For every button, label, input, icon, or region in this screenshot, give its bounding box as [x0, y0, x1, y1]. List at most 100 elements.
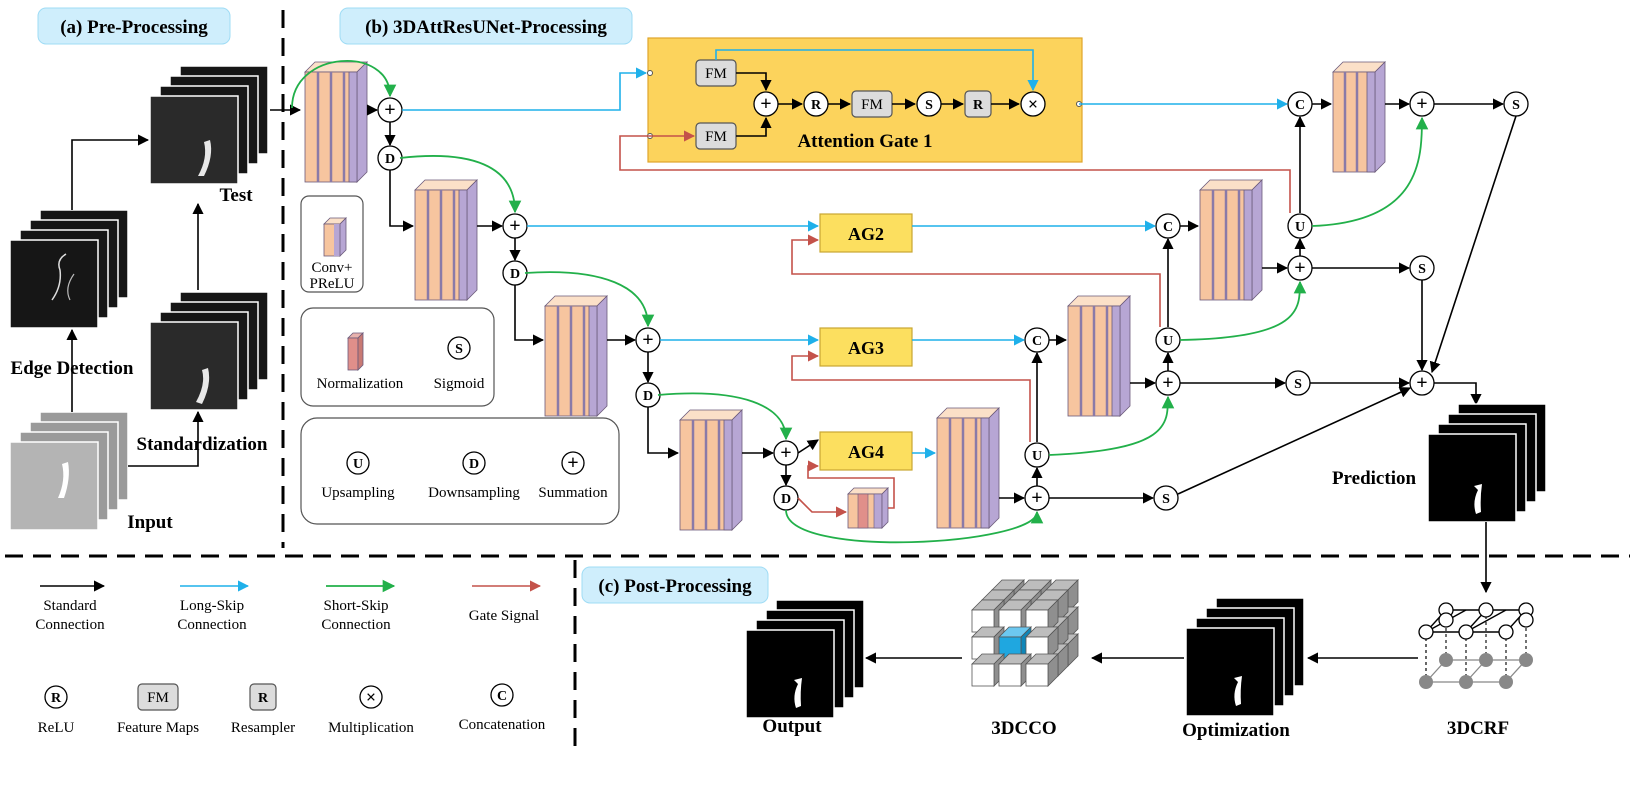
- attention-gate-2: AG2: [819, 213, 913, 253]
- svg-text:D: D: [510, 267, 520, 282]
- dec-sum-3: +: [1155, 370, 1181, 396]
- dec-sum-1: +: [1409, 91, 1435, 117]
- svg-text:FM: FM: [861, 97, 883, 113]
- svg-text:S: S: [1418, 262, 1426, 277]
- enc-down-4: D: [773, 485, 799, 511]
- svg-text:×: ×: [1028, 94, 1038, 114]
- out-sigmoid-2: S: [1409, 255, 1435, 281]
- svg-text:Connection: Connection: [35, 617, 105, 633]
- optimization-label: Optimization: [1182, 720, 1290, 741]
- ag1-resampler: R: [964, 90, 992, 118]
- svg-text:+: +: [1162, 372, 1173, 394]
- crf-label: 3DCRF: [1447, 718, 1509, 739]
- legend-gate-signal: Gate Signal: [469, 580, 542, 624]
- svg-text:D: D: [385, 152, 395, 167]
- test-label: Test: [219, 185, 253, 206]
- svg-text:Long-Skip: Long-Skip: [180, 598, 244, 614]
- legend-long-skip-connection: Long-Skip Connection: [177, 580, 250, 633]
- svg-text:C: C: [1163, 220, 1173, 235]
- legend-standard-connection: Standard Connection: [35, 580, 106, 633]
- svg-text:+: +: [1031, 487, 1042, 509]
- encoder-block-4: [678, 408, 744, 532]
- svg-text:R: R: [51, 691, 62, 706]
- arrow-edge-to-test: [71, 134, 150, 210]
- svg-text:C: C: [1295, 98, 1305, 113]
- legend-conv-box: Conv+ PReLU: [300, 195, 364, 293]
- encoder-block-1: [303, 60, 369, 184]
- enc-sum-2: +: [502, 213, 528, 239]
- svg-text:Short-Skip: Short-Skip: [323, 598, 388, 614]
- svg-text:R: R: [258, 691, 269, 706]
- svg-text:+: +: [384, 99, 395, 121]
- dec-concat-3: C: [1024, 327, 1050, 353]
- attention-gate-1-label: Attention Gate 1: [797, 131, 932, 152]
- optimization-volume: [1185, 597, 1305, 717]
- standardization-label: Standardization: [137, 434, 268, 455]
- svg-text:Sigmoid: Sigmoid: [434, 376, 485, 392]
- ag1-relu-node: R: [803, 91, 829, 117]
- bottleneck-block: [847, 487, 889, 529]
- svg-text:ReLU: ReLU: [38, 720, 75, 736]
- dec-up-2: U: [1287, 213, 1313, 239]
- svg-text:FM: FM: [705, 129, 727, 145]
- dec-concat-2: C: [1155, 213, 1181, 239]
- cco-cube: [971, 579, 1079, 687]
- ag1-fm-mid: FM: [851, 90, 893, 118]
- dec-sum-4: +: [1024, 485, 1050, 511]
- decoder-block-1: [1331, 60, 1387, 174]
- svg-text:+: +: [1294, 257, 1305, 279]
- svg-text:S: S: [455, 342, 463, 357]
- svg-text:R: R: [973, 98, 984, 113]
- svg-text:×: ×: [366, 687, 376, 707]
- svg-text:Conv+: Conv+: [312, 260, 353, 276]
- input-volume-stack: [9, 411, 129, 531]
- svg-text:Concatenation: Concatenation: [459, 717, 546, 733]
- svg-text:+: +: [760, 93, 771, 115]
- ag1-fm-top: FM: [695, 59, 737, 87]
- enc-sum-3: +: [635, 327, 661, 353]
- svg-text:R: R: [811, 98, 822, 113]
- svg-text:Feature Maps: Feature Maps: [117, 720, 199, 736]
- svg-text:+: +: [780, 442, 791, 464]
- legend-resampler: R Resampler: [231, 683, 295, 736]
- svg-text:(a) Pre-Processing: (a) Pre-Processing: [60, 17, 208, 38]
- svg-text:AG2: AG2: [848, 224, 884, 244]
- arrow-input-to-standardization: [128, 410, 204, 467]
- section-title-main: (b) 3DAttResUNet-Processing: [339, 7, 633, 45]
- output-label: Output: [762, 716, 822, 737]
- svg-text:Standard: Standard: [43, 598, 97, 614]
- input-label: Input: [127, 512, 173, 533]
- legend-multiplication: × Multiplication: [328, 685, 414, 736]
- decoder-block-3: [1066, 294, 1132, 418]
- ag1-fm-bottom: FM: [695, 122, 737, 150]
- short-skip-connections: [291, 59, 1429, 544]
- svg-text:S: S: [925, 98, 933, 113]
- dec-concat-1: C: [1287, 91, 1313, 117]
- out-sigmoid-1: S: [1503, 91, 1529, 117]
- prediction-volume: [1427, 403, 1547, 523]
- ag1-arrow-fm-top: [736, 72, 772, 92]
- svg-text:D: D: [781, 492, 791, 507]
- svg-text:+: +: [642, 329, 653, 351]
- out-sigmoid-4: S: [1153, 485, 1179, 511]
- svg-text:C: C: [1032, 334, 1042, 349]
- dec-up-4: U: [1024, 442, 1050, 468]
- enc-down-3: D: [635, 382, 661, 408]
- svg-text:Normalization: Normalization: [317, 376, 404, 392]
- section-title-pre: (a) Pre-Processing: [37, 7, 231, 45]
- svg-text:U: U: [1295, 220, 1305, 235]
- legend-relu: R ReLU: [38, 685, 75, 736]
- dec-sum-2: +: [1287, 255, 1313, 281]
- cco-label: 3DCCO: [991, 718, 1056, 739]
- ag1-sigmoid-node: S: [916, 91, 942, 117]
- svg-text:S: S: [1294, 377, 1302, 392]
- svg-text:FM: FM: [147, 690, 169, 706]
- svg-text:+: +: [1416, 93, 1427, 115]
- enc-down-2: D: [502, 260, 528, 286]
- svg-text:Connection: Connection: [321, 617, 391, 633]
- test-volume-stack: [149, 65, 269, 185]
- crf-lattice: [1418, 602, 1534, 689]
- ag1-sum-node: +: [753, 91, 779, 117]
- attention-gate-3: AG3: [819, 327, 913, 367]
